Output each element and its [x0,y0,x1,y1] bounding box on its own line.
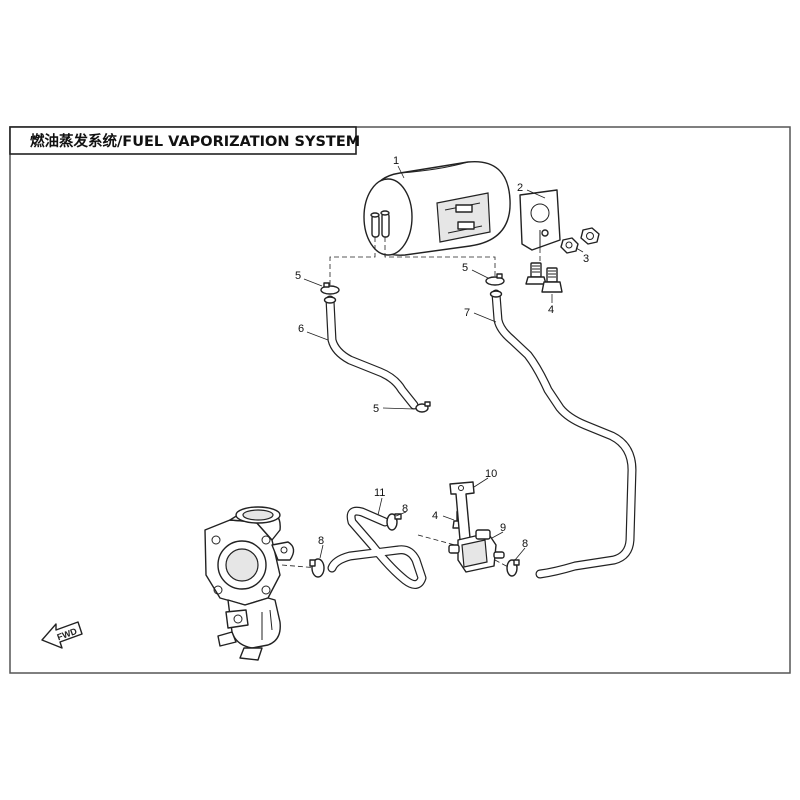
hose-clamp-5b [485,273,505,286]
flange-nut [560,227,600,254]
vapor-hose-11 [327,506,427,589]
hose-clamp-5a [320,282,340,295]
charcoal-canister [363,160,511,256]
vapor-hose-7 [491,289,637,579]
leader-line [575,247,584,253]
callout-3: 3 [583,253,589,265]
routing-line [281,564,319,569]
callout-7: 7 [464,307,470,319]
bolt-upper-2 [541,267,563,293]
callout-6: 6 [298,323,304,335]
callout-8-left: 8 [318,535,324,547]
purge-valve [448,529,505,573]
callout-8-upper: 8 [402,503,408,515]
leader-line [442,515,455,521]
leader-line [303,278,323,287]
routing-line [384,237,496,285]
hose-clamp-8c [506,559,520,577]
hose-clamp-8b [309,558,325,578]
callout-8-right: 8 [522,538,528,550]
forward-direction-arrow-icon: FWD [41,621,83,649]
hose-clamp-8a [386,513,402,531]
hose-end [489,290,503,298]
leader-line [473,477,489,488]
valve-bracket [449,481,475,541]
routing-line [329,237,376,290]
hose-clamp-5c [415,401,431,413]
canister-bracket [519,189,561,251]
leader-line [395,511,407,517]
leader-line [491,531,504,539]
leader-line [377,497,383,516]
callout-5-right: 5 [462,262,468,274]
callout-1: 1 [393,155,399,167]
callout-2: 2 [517,182,523,194]
vapor-hose-6 [325,295,419,410]
callout-11: 11 [374,487,385,499]
leader-line [319,544,324,559]
hose-end [323,296,337,304]
intake-manifold [204,506,295,661]
leader-line [306,331,329,341]
leader-line [473,312,497,323]
bolt-upper [525,262,547,285]
callout-5-left: 5 [295,270,301,282]
leader-line [397,165,405,179]
leader-line [382,407,415,410]
callout-10: 10 [485,468,497,480]
title-box: 燃油蒸发系统/FUEL VAPORIZATION SYSTEM [9,126,360,155]
callout-5-lower: 5 [373,403,379,415]
callout-4-upper: 4 [548,304,554,316]
callout-9: 9 [500,522,506,534]
diagram-title: 燃油蒸发系统/FUEL VAPORIZATION SYSTEM [30,132,360,150]
diagram-frame [9,126,791,674]
routing-line [417,534,456,546]
callout-4-lower: 4 [432,510,438,522]
routing-line [494,559,511,569]
leader-line [514,547,526,561]
leader-line [471,269,489,279]
leader-line [526,189,546,199]
